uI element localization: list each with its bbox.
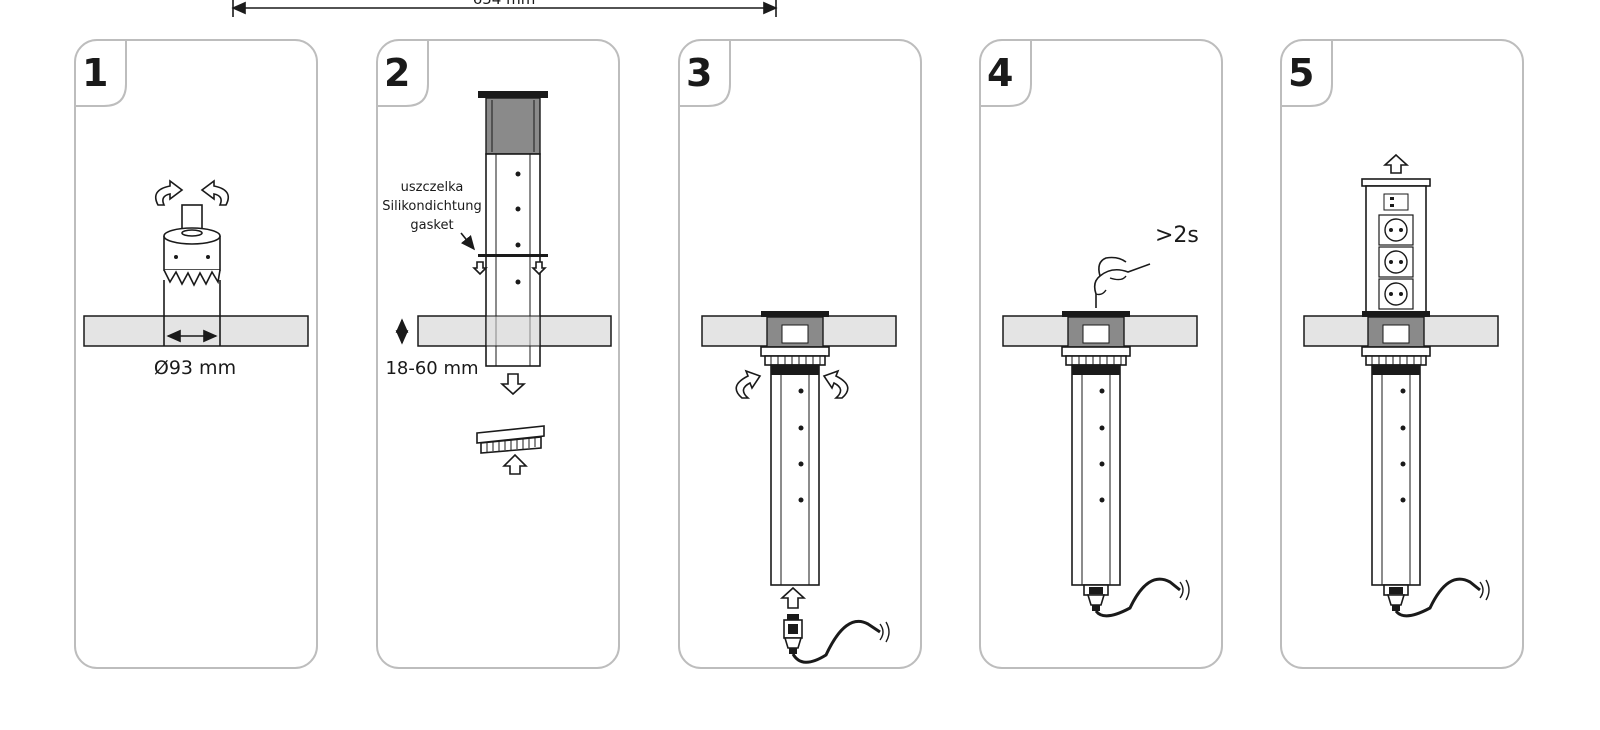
gasket-label-pl: uszczelka [401,180,464,195]
power-plug [783,614,803,654]
step-2-panel: 2 uszczelka Silikondichtung gasket [376,39,620,669]
step-4-panel: 4 [979,39,1223,669]
clamp-nut [476,425,545,454]
down-arrow-icon [531,261,547,276]
step-2-label: 18-60 mm [385,358,478,379]
worktop-board [83,315,309,347]
up-arrow-icon [1382,153,1410,174]
step-1-number: 1 [82,51,108,95]
step-3-number: 3 [686,51,712,95]
step-5-number: 5 [1288,51,1314,95]
socket-tower [1061,311,1131,586]
step-5-panel: 5 [1280,39,1524,669]
step-3-panel: 3 [678,39,922,669]
gasket-ring [478,254,548,257]
down-arrow-icon [472,261,488,276]
gasket-label-de: Silikondichtung [382,199,481,214]
up-arrow-icon [779,586,807,609]
step-4-label: >2s [1155,223,1199,248]
down-arrow-icon [499,373,527,396]
power-cable [1094,577,1181,618]
gasket-label-en: gasket [410,218,453,233]
step-4-number: 4 [987,51,1013,95]
gasket-pointer [460,232,476,251]
top-dimension: 654 mm [231,0,778,17]
step-1-panel: 1 Ø93 mm [74,39,318,669]
power-plug [1083,584,1109,611]
rotation-arrow-icon [735,369,849,399]
power-plug [1383,584,1409,611]
step-2-number: 2 [384,51,410,95]
power-outlet-icon [1378,246,1414,278]
hole-saw-drill [163,204,221,287]
rotation-arrow-icon [154,179,230,206]
finger-press-icon [1093,256,1151,308]
power-outlet-icon [1378,278,1414,310]
socket-tower [760,311,830,586]
power-cable [1394,577,1481,618]
step-1-label: Ø93 mm [154,357,236,379]
power-cable [791,619,881,664]
top-dimension-text: 654 mm [473,0,536,8]
socket-tower [478,91,548,367]
up-arrow-icon [502,453,528,475]
power-outlet-icon [1378,214,1414,246]
socket-tower-extended [1361,178,1431,586]
